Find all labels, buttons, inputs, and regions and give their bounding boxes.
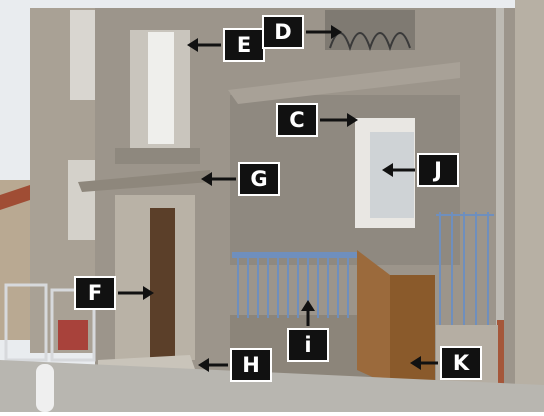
window-sill xyxy=(115,148,200,164)
label-h: H xyxy=(198,348,272,382)
entrance-canopy xyxy=(78,170,210,192)
label-c-text: C xyxy=(276,103,318,137)
label-f: F xyxy=(74,276,154,310)
arrow-left-icon xyxy=(187,38,221,52)
label-d: D xyxy=(262,15,342,49)
label-h-text: H xyxy=(230,348,272,382)
wooden-gate xyxy=(390,275,435,390)
arrow-left-icon xyxy=(201,172,236,186)
top-balcony-railing xyxy=(329,32,411,52)
red-planter xyxy=(58,320,88,350)
label-e: E xyxy=(187,28,265,62)
right-wall xyxy=(515,0,544,412)
label-c: C xyxy=(276,103,358,137)
balcony-slab xyxy=(228,62,460,104)
arrow-right-icon xyxy=(320,113,358,127)
drainpipe-base xyxy=(497,320,504,395)
label-i: i xyxy=(287,300,329,362)
arrow-right-icon xyxy=(306,25,342,39)
railing-top xyxy=(232,252,357,258)
pavement xyxy=(0,360,544,412)
label-e-text: E xyxy=(223,28,265,62)
label-j: J xyxy=(382,153,459,187)
bollard xyxy=(36,364,54,412)
arrow-left-icon xyxy=(410,356,438,370)
arrow-left-icon xyxy=(198,358,228,372)
label-d-text: D xyxy=(262,15,304,49)
wooden-fence xyxy=(357,250,390,385)
front-door xyxy=(150,208,175,358)
label-k-text: K xyxy=(440,346,482,380)
label-k: K xyxy=(410,346,482,380)
label-g: G xyxy=(201,162,280,196)
left-lower-window xyxy=(68,160,98,240)
label-f-text: F xyxy=(74,276,116,310)
neighbor-roof xyxy=(0,185,30,210)
label-j-text: J xyxy=(417,153,459,187)
top-balcony xyxy=(325,10,415,50)
upper-window-glass xyxy=(148,32,174,144)
label-g-text: G xyxy=(238,162,280,196)
arrow-left-icon xyxy=(382,163,415,177)
drainpipe xyxy=(496,8,504,398)
arrow-right-icon xyxy=(118,286,154,300)
arrow-up-icon xyxy=(301,300,315,326)
label-i-text: i xyxy=(287,328,329,362)
left-upper-window xyxy=(70,10,98,100)
metal-gate xyxy=(4,283,96,362)
right-railing xyxy=(436,212,494,328)
